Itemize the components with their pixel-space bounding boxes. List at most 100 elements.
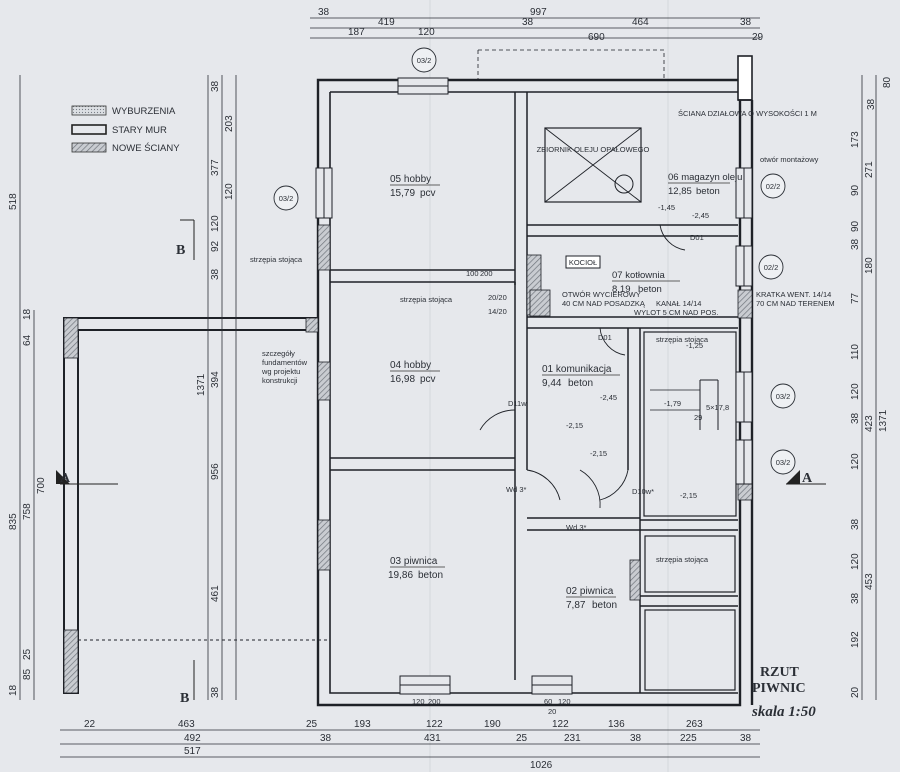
- dim-left-c4-8: 38: [210, 686, 221, 698]
- dim-top-1-1: 997: [530, 7, 547, 18]
- dim-bot-2-3: 25: [516, 733, 528, 744]
- dim-bot-1-3: 193: [354, 719, 371, 730]
- room-04-name: 04 hobby: [390, 360, 431, 371]
- dim-right-c1-3: 90: [850, 184, 861, 196]
- dim-right-c1-8: 120: [850, 383, 861, 400]
- dim-left-c4-6: 956: [210, 463, 221, 480]
- detail-ref-top: 03/2: [417, 56, 432, 65]
- section-arrow-a-left: [56, 470, 70, 484]
- dim-left-c2-5: 18: [8, 684, 19, 696]
- dim-top-3-3: 29: [752, 32, 764, 43]
- dim-right-c1-12: 120: [850, 553, 861, 570]
- wall-04-03: [330, 457, 515, 471]
- dim-bot-1-1: 463: [178, 719, 195, 730]
- dim-right-c1-10: 120: [850, 453, 861, 470]
- oil-tank: [544, 127, 642, 203]
- walls: [63, 49, 754, 707]
- dim-left-c2-2: 758: [22, 503, 33, 520]
- stair-flight: [699, 379, 719, 430]
- tank-label: ZBIORNIK OLEJU OPAŁOWEGO: [537, 145, 650, 154]
- dim-left-c4-2: 120: [210, 215, 221, 232]
- toothing-note-4: strzępia stojąca: [656, 555, 709, 564]
- opening-100: 100: [466, 269, 479, 278]
- level-7: -2,15: [566, 421, 583, 430]
- dim-bot-3-1: 1026: [530, 760, 553, 771]
- dim-left-c4-7: 461: [210, 585, 221, 602]
- section-b-bottom: B: [180, 691, 189, 706]
- opening-120: 120: [412, 697, 425, 706]
- cleanout-note: OTWÓR WYCIEROWY: [562, 290, 641, 299]
- room-04-floor: pcv: [420, 374, 436, 385]
- opening-20: 20: [548, 707, 556, 716]
- dim-bot-1-0: 22: [84, 719, 96, 730]
- dim-bot-2-7: 38: [740, 733, 752, 744]
- dim-left-c4-3: 92: [210, 240, 221, 252]
- dim-bot-3-0: 517: [184, 746, 201, 757]
- dim-left-c5-1: 120: [224, 183, 235, 200]
- dim-top-3-1: 120: [418, 27, 435, 38]
- dim-bot-1-5: 190: [484, 719, 501, 730]
- room-07-name: 07 kotłownia: [612, 270, 666, 281]
- dim-left-c2-4: 25: [22, 648, 33, 660]
- dim-right-c1-13: 38: [850, 592, 861, 604]
- dim-left-c4-4: 38: [210, 268, 221, 280]
- door-wd3-a: Wd 3*: [506, 485, 527, 494]
- dim-right-c1-4: 90: [850, 220, 861, 232]
- dim-right-c2-3: 1371: [878, 409, 889, 432]
- opening-120-b: 120: [558, 697, 571, 706]
- door-d10w: D10w*: [632, 487, 654, 496]
- dim-left-c4-0: 38: [210, 80, 221, 92]
- dim-bot-1-8: 263: [686, 719, 703, 730]
- dim-top-1-0: 38: [318, 7, 330, 18]
- dim-right-c1-6: 77: [850, 292, 861, 304]
- door-wd3-b: Wd 3*: [566, 523, 587, 532]
- opening-200-b: 200: [428, 697, 441, 706]
- opening-200: 200: [480, 269, 493, 278]
- wall-07-01: [527, 316, 738, 329]
- foundation-note-2: fundamentów: [262, 358, 308, 367]
- dim-right-c1-9: 38: [850, 412, 861, 424]
- room-04-area: 16,98: [390, 374, 415, 385]
- section-markers: [56, 219, 826, 700]
- dim-bot-1-6: 122: [552, 719, 569, 730]
- dim-top-2-3: 38: [740, 17, 752, 28]
- level-3: -1,25: [686, 341, 703, 350]
- detail-circles: [273, 47, 796, 475]
- room-02-area: 7,87: [566, 600, 586, 611]
- dim-left-c1-0: 518: [8, 193, 19, 210]
- title-scale: skala 1:50: [751, 704, 816, 720]
- level-2: -2,45: [692, 211, 709, 220]
- dim-right-c2-4: 453: [864, 573, 875, 590]
- legend: WYBURZENIA STARY MUR NOWE ŚCIANY: [71, 105, 180, 154]
- boiler-label: KOCIOŁ: [569, 258, 597, 267]
- opening-60: 60: [544, 697, 552, 706]
- dim-left-c2-0: 64: [22, 334, 33, 346]
- legend-existing-wall: STARY MUR: [112, 125, 167, 136]
- door-d01-a: D01: [598, 333, 612, 342]
- detail-ref-right1: 02/2: [766, 182, 781, 191]
- dim-right-c1-0: 80: [882, 76, 893, 88]
- labels: 03/2 03/2 02/2 02/2 03/2 03/2 A A B B 05…: [8, 7, 893, 771]
- room-06-area: 12,85: [668, 186, 692, 197]
- room-03-name: 03 piwnica: [390, 556, 438, 567]
- title-line1: RZUT: [760, 665, 800, 680]
- level-4: -2,45: [600, 393, 617, 402]
- section-b-top: B: [176, 243, 185, 258]
- vent-note: KRATKA WENT. 14/14: [756, 290, 831, 299]
- dim-bot-2-4: 231: [564, 733, 581, 744]
- level-1: -1,45: [658, 203, 675, 212]
- dim-right-c2-2: 423: [864, 415, 875, 432]
- dim-right-c1-1: 38: [866, 98, 877, 110]
- level-9: 5×17,8: [706, 403, 729, 412]
- door-d11w: D11w: [508, 399, 527, 408]
- dim-bot-2-1: 38: [320, 733, 332, 744]
- dim-right-c1-11: 38: [850, 518, 861, 530]
- dim-bot-2-6: 225: [680, 733, 697, 744]
- wall-note: ŚCIANA DZIAŁOWA O WYSOKOŚCI 1 M: [678, 109, 817, 118]
- title-line2: PIWNIC: [752, 681, 806, 696]
- dim-bot-1-2: 25: [306, 719, 318, 730]
- wall-04-01: [514, 282, 528, 680]
- dim-left-c2-3: 85: [22, 668, 33, 680]
- wall-05-04: [330, 269, 515, 283]
- wall-stair-bottom: [640, 519, 738, 531]
